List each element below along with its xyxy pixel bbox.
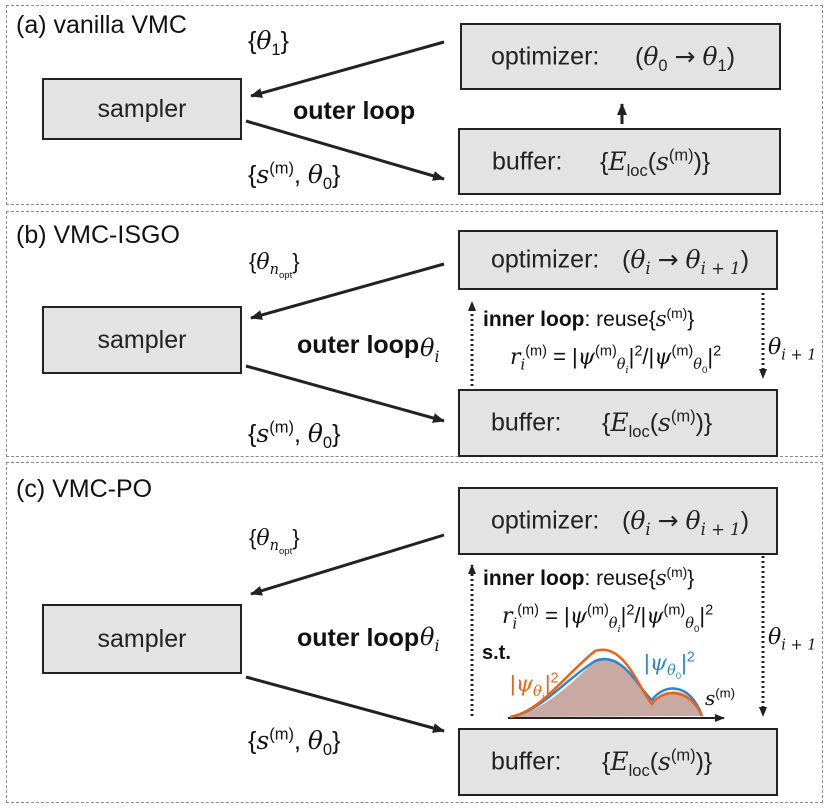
buffer-box: buffer: {Eloc(s(m))} [458,389,778,457]
arrow-optimizer-to-sampler [250,40,445,98]
arrow-sampler-to-buffer [245,119,445,181]
panel-title: (b) VMC-ISGO [16,221,180,249]
optimizer-label: optimizer: [491,42,600,70]
buffer-label: buffer: [492,147,563,175]
new-distribution-curve [509,648,704,719]
importance-ratio: ri(m) = |ψ(m)θi|2/|ψ(m)θ0|2 [502,602,714,636]
buffer-content: {Eloc(s(m))} [600,146,711,180]
arrow-optimizer-to-sampler [250,533,445,596]
sample-set-label: {s(m), θ0} [248,418,341,452]
arrow-sampler-to-buffer [245,364,445,423]
sampler-label: sampler [97,325,187,354]
arrow-sampler-to-buffer [245,675,445,733]
subject-to-label: s.t. [482,642,511,664]
arrow-optimizer-to-sampler [250,262,445,320]
sample-set-label: {s(m), θ0} [248,159,341,193]
old-distribution-label: |ψθ0|2 [644,649,695,683]
sampler-box: sampler [42,604,242,674]
importance-ratio: ri(m) = |ψ(m)θi|2/|ψ(m)θ0|2 [510,343,722,377]
param-set-label: {θnopt} [249,249,300,282]
optimizer-update: (θ0 → θ1) [635,41,736,75]
optimizer-update: (θi → θi + 1) [622,506,750,539]
panel-title: (a) vanilla VMC [16,11,187,39]
optimizer-box: optimizer: (θi → θi + 1) [458,487,778,555]
panel-title: (c) VMC-PO [16,475,153,503]
outer-loop-label: outer loop [297,331,420,359]
theta-i-plus-1-label: θi + 1 [768,625,817,654]
sampler-box: sampler [42,78,242,140]
sampler-box: sampler [42,306,242,374]
optimizer-label: optimizer: [491,506,600,535]
optimizer-box: optimizer: (θi → θi + 1) [458,230,778,290]
buffer-box: buffer: {Eloc(s(m))} [458,128,781,195]
buffer-label: buffer: [491,408,562,437]
buffer-label: buffer: [491,747,562,776]
theta-i-label: θi [420,623,440,655]
sample-set-label: {s(m), θ0} [248,725,341,759]
inner-loop-label: inner loop: reuse{s(m)} [483,305,695,331]
sampler-label: sampler [97,624,187,653]
optimizer-update: (θi → θi + 1) [622,245,750,278]
buffer-box: buffer: {Eloc(s(m))} [458,728,778,796]
distribution-plot [508,648,725,722]
param-set-label: {θ1} [248,26,289,59]
panel-vmc-po: (c) VMC-PO [6,462,823,803]
panel-vanilla-vmc: (a) vanilla VMC [6,5,823,205]
sample-axis-label: s(m) [705,685,736,710]
theta-i-plus-1-label: θi + 1 [768,335,817,364]
panel-vmc-isgo: (b) VMC-ISGO [6,211,823,457]
optimizer-box: optimizer: (θ0 → θ1) [460,23,781,90]
inner-loop-label: inner loop: reuse{s(m)} [483,564,695,590]
outer-loop-label: outer loop [297,624,420,652]
outer-loop-label: outer loop [293,97,416,125]
param-set-label: {θnopt} [249,525,300,558]
optimizer-label: optimizer: [491,245,600,274]
buffer-content: {Eloc(s(m))} [602,407,713,441]
sampler-label: sampler [97,94,187,123]
theta-i-label: θi [420,334,440,366]
old-distribution-curve [509,657,704,719]
buffer-content: {Eloc(s(m))} [602,746,713,780]
